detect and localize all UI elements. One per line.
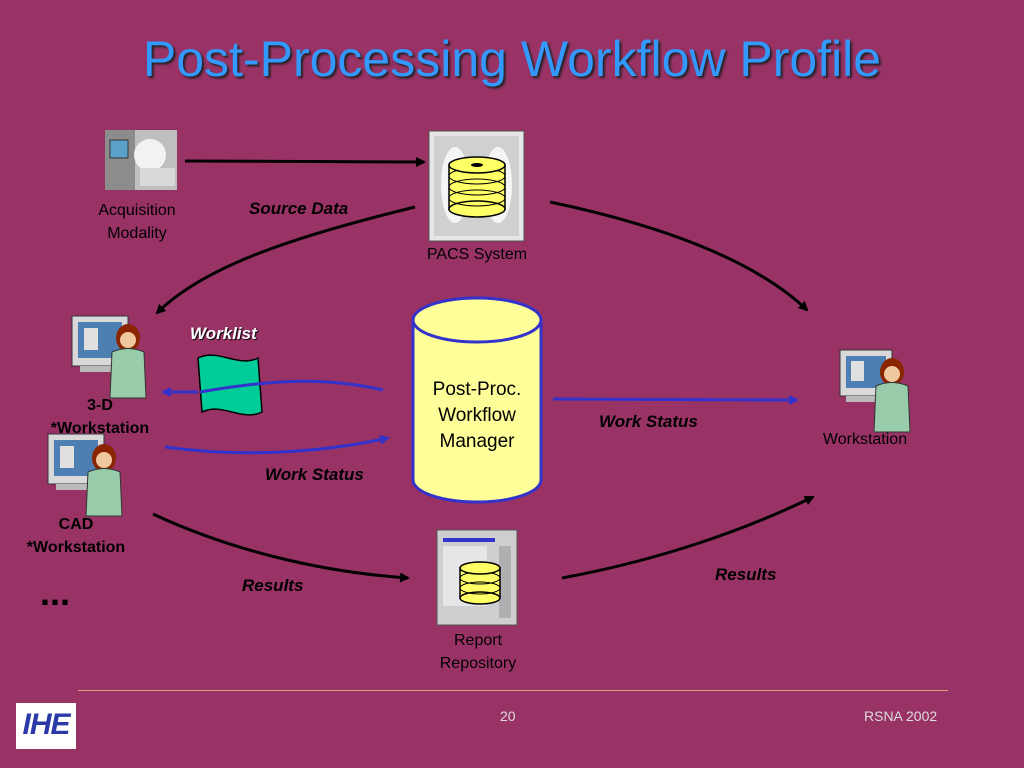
arrow-report-repository-to-workstation: [561, 495, 815, 580]
workflow-manager-label: Post-Proc. Workflow Manager: [432, 379, 522, 452]
ihe-logo: IHE: [16, 703, 76, 749]
event-footer: RSNA 2002: [864, 708, 938, 724]
workstation-cad-icon: [47, 433, 123, 517]
report-repository-icon: [436, 529, 518, 626]
worklist-document-icon: [197, 354, 263, 416]
acquisition-modality-label: Acquisition Modality: [98, 202, 176, 242]
footer-divider: [78, 690, 948, 691]
workstation-cad-label: CAD *Workstation: [26, 516, 126, 556]
report-disk-stack-icon: [459, 561, 501, 605]
arrow-cad-to-manager: [164, 434, 390, 455]
report-repository-label: Report Repository: [439, 632, 517, 672]
arrow-pacs-to-workstation: [549, 200, 809, 312]
pacs-disk-stack-icon: [448, 156, 506, 218]
arrow-manager-to-workstation: [552, 394, 799, 405]
page-number: 20: [500, 708, 516, 724]
workstation-icon: [839, 349, 911, 433]
workstation-3d-label: 3-D *Workstation: [50, 397, 150, 437]
pacs-system-icon: [428, 130, 525, 242]
arrow-cad-to-report-repository: [152, 512, 410, 583]
work-status-label-right: Work Status: [599, 412, 698, 431]
more-workstations-ellipsis: ...: [40, 572, 71, 613]
arrow-pacs-to-3d-workstation: [155, 205, 416, 315]
source-data-label: Source Data: [249, 199, 349, 218]
results-label-left: Results: [242, 576, 304, 595]
slide-title: Post-Processing Workflow Profile: [142, 31, 882, 87]
flow-arrows: [152, 156, 815, 583]
worklist-label: Worklist: [190, 324, 257, 343]
workstation-3d-icon: [71, 315, 147, 399]
arrow-manager-to-worklist: [199, 379, 384, 394]
workstation-label: Workstation: [822, 431, 908, 448]
results-label-right: Results: [715, 565, 777, 584]
workflow-manager-database: [411, 296, 543, 504]
pacs-system-label: PACS System: [426, 246, 528, 263]
ihe-logo-text: IHE: [22, 708, 70, 741]
arrow-acquisition-to-pacs: [184, 156, 426, 167]
work-status-label-left: Work Status: [265, 465, 364, 484]
acquisition-modality-icon: [105, 130, 177, 190]
